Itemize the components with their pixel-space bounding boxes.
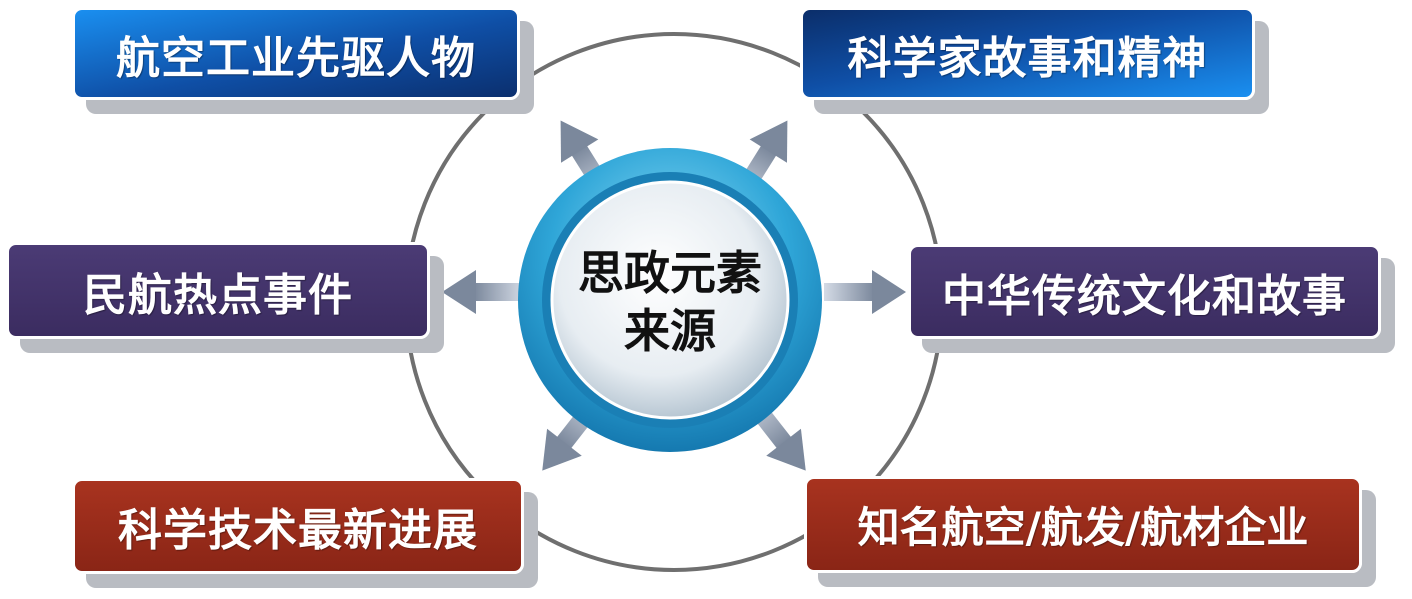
arrow-mid-left bbox=[442, 270, 524, 314]
node-famous-enterprises: 知名航空/航发/航材企业 bbox=[804, 476, 1362, 573]
arrow-mid-right bbox=[824, 270, 906, 314]
center-label: 思政元素 来源 bbox=[550, 212, 790, 392]
node-latest-tech-progress: 科学技术最新进展 bbox=[72, 478, 524, 574]
center-hub-core bbox=[550, 180, 790, 420]
node-traditional-culture: 中华传统文化和故事 bbox=[908, 244, 1381, 339]
node-civil-aviation-events: 民航热点事件 bbox=[6, 242, 430, 339]
node-aviation-pioneers: 航空工业先驱人物 bbox=[72, 7, 520, 100]
center-label-line2: 来源 bbox=[624, 304, 716, 358]
center-label-line1: 思政元素 bbox=[578, 246, 762, 300]
node-scientist-stories: 科学家故事和精神 bbox=[800, 7, 1255, 100]
